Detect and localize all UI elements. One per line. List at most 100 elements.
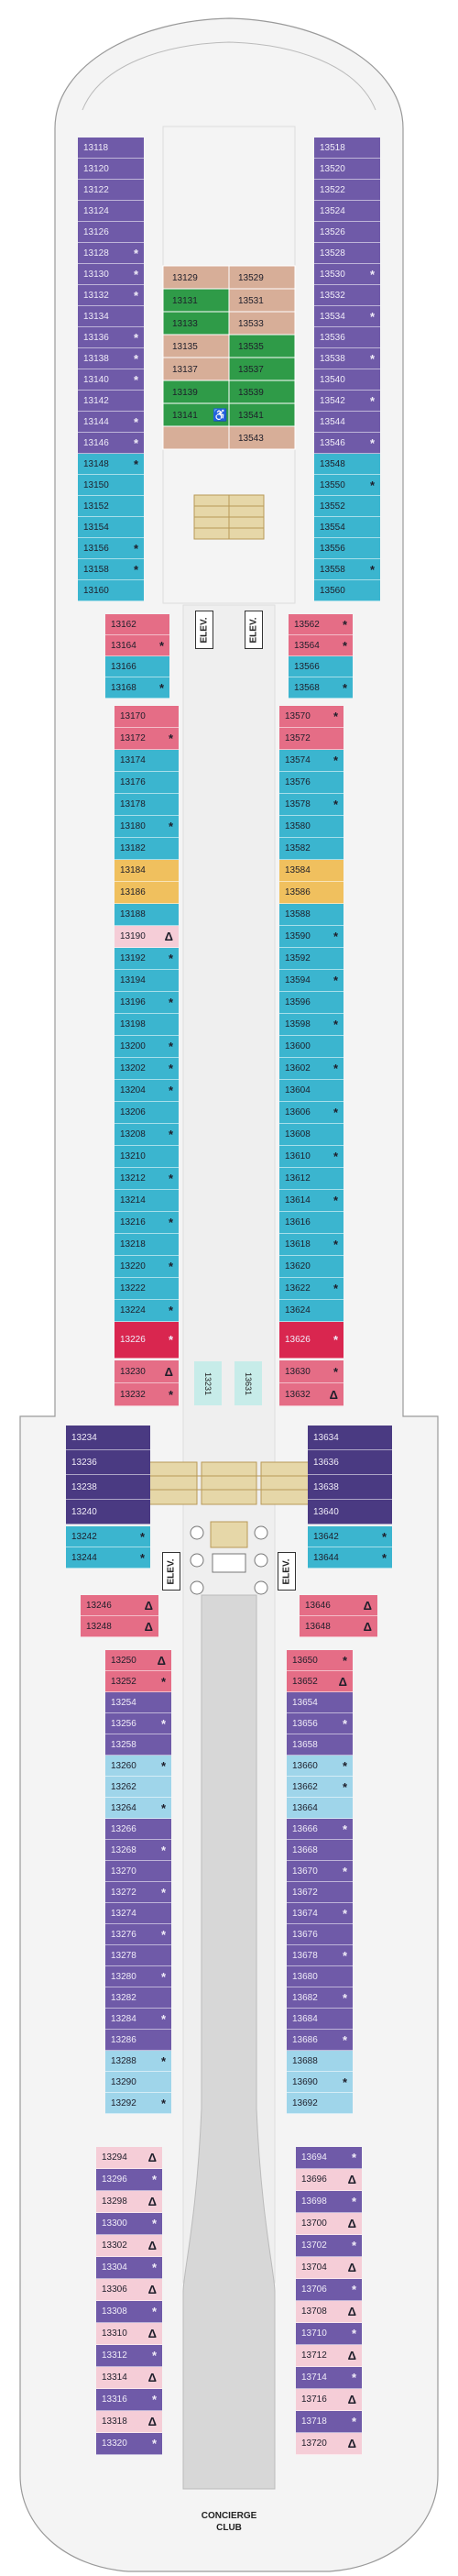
cabin-13544[interactable]: 13544 bbox=[314, 412, 380, 433]
cabin-13170[interactable]: 13170 bbox=[114, 706, 179, 728]
suite-13133[interactable] bbox=[162, 311, 230, 336]
cabin-13166[interactable]: 13166 bbox=[105, 656, 169, 677]
cabin-13126[interactable]: 13126 bbox=[78, 222, 144, 243]
cabin-13184[interactable]: 13184 bbox=[114, 860, 179, 882]
suite-13131[interactable] bbox=[162, 288, 230, 313]
cabin-13694[interactable]: 13694* bbox=[296, 2147, 362, 2169]
cabin-13236[interactable]: 13236 bbox=[66, 1450, 150, 1475]
cabin-13714[interactable]: 13714* bbox=[296, 2367, 362, 2389]
cabin-13620[interactable]: 13620 bbox=[279, 1256, 344, 1278]
cabin-13270[interactable]: 13270 bbox=[105, 1861, 171, 1882]
cabin-13668[interactable]: 13668 bbox=[287, 1840, 353, 1861]
cabin-13518[interactable]: 13518 bbox=[314, 138, 380, 159]
cabin-13172[interactable]: 13172* bbox=[114, 728, 179, 750]
suite-13137[interactable] bbox=[162, 357, 230, 381]
cabin-13588[interactable]: 13588 bbox=[279, 904, 344, 926]
cabin-13144[interactable]: 13144* bbox=[78, 412, 144, 433]
cabin-13664[interactable]: 13664 bbox=[287, 1798, 353, 1819]
cabin-13666[interactable]: 13666* bbox=[287, 1819, 353, 1840]
cabin-13586[interactable]: 13586 bbox=[279, 882, 344, 904]
cabin-13244[interactable]: 13244* bbox=[66, 1547, 150, 1569]
cabin-13264[interactable]: 13264* bbox=[105, 1798, 171, 1819]
cabin-13300[interactable]: 13300* bbox=[96, 2213, 162, 2235]
suite-13141[interactable] bbox=[162, 402, 230, 427]
cabin-13688[interactable]: 13688 bbox=[287, 2051, 353, 2072]
cabin-13662[interactable]: 13662* bbox=[287, 1777, 353, 1798]
cabin-13240[interactable]: 13240 bbox=[66, 1500, 150, 1525]
cabin-13226[interactable]: 13226* bbox=[114, 1322, 179, 1359]
cabin-13202[interactable]: 13202* bbox=[114, 1058, 179, 1080]
cabin-13158[interactable]: 13158* bbox=[78, 559, 144, 580]
suite-13539[interactable] bbox=[228, 380, 296, 404]
cabin-13176[interactable]: 13176 bbox=[114, 772, 179, 794]
cabin-13674[interactable]: 13674* bbox=[287, 1903, 353, 1924]
cabin-13642[interactable]: 13642* bbox=[308, 1526, 392, 1547]
cabin-13130[interactable]: 13130* bbox=[78, 264, 144, 285]
cabin-13198[interactable]: 13198 bbox=[114, 1014, 179, 1036]
cabin-13308[interactable]: 13308* bbox=[96, 2301, 162, 2323]
cabin-13216[interactable]: 13216* bbox=[114, 1212, 179, 1234]
suite-13531[interactable] bbox=[228, 288, 296, 313]
cabin-13536[interactable]: 13536 bbox=[314, 327, 380, 348]
cabin-13578[interactable]: 13578* bbox=[279, 794, 344, 816]
cabin-13138[interactable]: 13138* bbox=[78, 348, 144, 369]
cabin-13718[interactable]: 13718* bbox=[296, 2411, 362, 2433]
cabin-13124[interactable]: 13124 bbox=[78, 201, 144, 222]
suite-13135[interactable] bbox=[162, 334, 230, 358]
cabin-13612[interactable]: 13612 bbox=[279, 1168, 344, 1190]
cabin-13602[interactable]: 13602* bbox=[279, 1058, 344, 1080]
cabin-13672[interactable]: 13672 bbox=[287, 1882, 353, 1903]
cabin-13278[interactable]: 13278 bbox=[105, 1945, 171, 1966]
suite-13535[interactable] bbox=[228, 334, 296, 358]
cabin-13218[interactable]: 13218 bbox=[114, 1234, 179, 1256]
suite-13529[interactable] bbox=[228, 265, 296, 290]
cabin-13680[interactable]: 13680 bbox=[287, 1966, 353, 1987]
cabin-13288[interactable]: 13288* bbox=[105, 2051, 171, 2072]
cabin-13622[interactable]: 13622* bbox=[279, 1278, 344, 1300]
cabin-13534[interactable]: 13534* bbox=[314, 306, 380, 327]
cabin-13238[interactable]: 13238 bbox=[66, 1475, 150, 1500]
cabin-13550[interactable]: 13550* bbox=[314, 475, 380, 496]
cabin-13180[interactable]: 13180* bbox=[114, 816, 179, 838]
cabin-13532[interactable]: 13532 bbox=[314, 285, 380, 306]
cabin-13164[interactable]: 13164* bbox=[105, 635, 169, 656]
cabin-13266[interactable]: 13266 bbox=[105, 1819, 171, 1840]
cabin-13204[interactable]: 13204* bbox=[114, 1080, 179, 1102]
cabin-13686[interactable]: 13686* bbox=[287, 2030, 353, 2051]
cabin-13618[interactable]: 13618* bbox=[279, 1234, 344, 1256]
cabin-13608[interactable]: 13608 bbox=[279, 1124, 344, 1146]
cabin-13188[interactable]: 13188 bbox=[114, 904, 179, 926]
cabin-13658[interactable]: 13658 bbox=[287, 1734, 353, 1756]
cabin-13262[interactable]: 13262 bbox=[105, 1777, 171, 1798]
cabin-13520[interactable]: 13520 bbox=[314, 159, 380, 180]
suite-13541[interactable] bbox=[228, 402, 296, 427]
cabin-13624[interactable]: 13624 bbox=[279, 1300, 344, 1322]
cabin-13254[interactable]: 13254 bbox=[105, 1692, 171, 1713]
cabin-13676[interactable]: 13676 bbox=[287, 1924, 353, 1945]
cabin-13542[interactable]: 13542* bbox=[314, 391, 380, 412]
cabin-13526[interactable]: 13526 bbox=[314, 222, 380, 243]
cabin-13546[interactable]: 13546* bbox=[314, 433, 380, 454]
cabin-13706[interactable]: 13706* bbox=[296, 2279, 362, 2301]
cabin-13258[interactable]: 13258 bbox=[105, 1734, 171, 1756]
cabin-13626[interactable]: 13626* bbox=[279, 1322, 344, 1359]
cabin-13122[interactable]: 13122 bbox=[78, 180, 144, 201]
cabin-13592[interactable]: 13592 bbox=[279, 948, 344, 970]
cabin-13222[interactable]: 13222 bbox=[114, 1278, 179, 1300]
cabin-13552[interactable]: 13552 bbox=[314, 496, 380, 517]
cabin-13634[interactable]: 13634 bbox=[308, 1426, 392, 1450]
suite-13533[interactable] bbox=[228, 311, 296, 336]
cabin-13284[interactable]: 13284* bbox=[105, 2009, 171, 2030]
cabin-13594[interactable]: 13594* bbox=[279, 970, 344, 992]
cabin-13690[interactable]: 13690* bbox=[287, 2072, 353, 2093]
cabin-13290[interactable]: 13290 bbox=[105, 2072, 171, 2093]
cabin-13682[interactable]: 13682* bbox=[287, 1987, 353, 2009]
cabin-13656[interactable]: 13656* bbox=[287, 1713, 353, 1734]
